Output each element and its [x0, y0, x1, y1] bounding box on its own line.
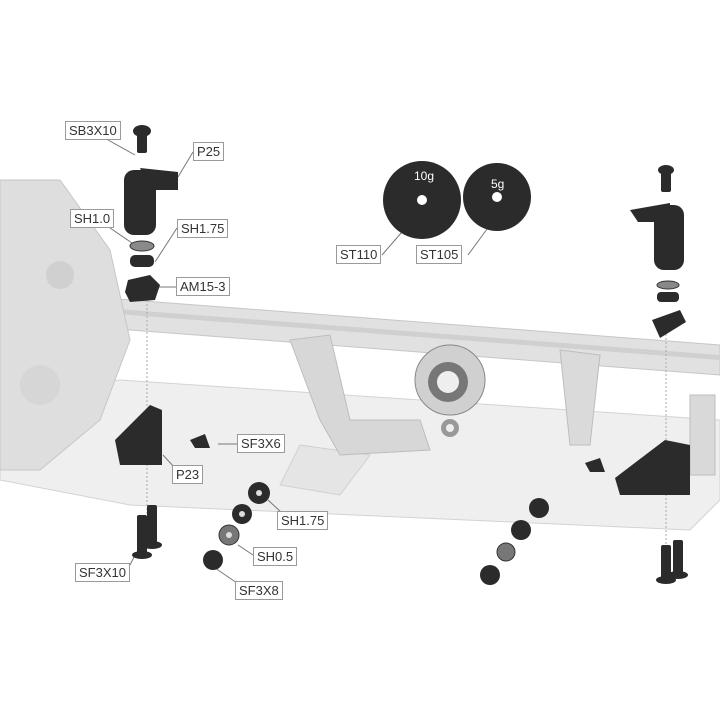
st110-mass-text: 10g — [414, 169, 434, 183]
st110-weight: 10g — [383, 161, 461, 239]
label-st110: ST110 — [336, 245, 382, 264]
right-parts — [480, 165, 690, 585]
label-sf3x6: SF3X6 — [237, 434, 285, 453]
left-parts — [115, 125, 270, 570]
center-pulley — [414, 344, 486, 437]
label-am15-3: AM15-3 — [176, 277, 230, 296]
label-p23: P23 — [172, 465, 204, 484]
label-sf3x10: SF3X10 — [75, 563, 130, 582]
label-p25: P25 — [193, 142, 225, 161]
st105-weight: 5g — [463, 163, 531, 231]
st105-mass-text: 5g — [491, 177, 504, 191]
label-st105: ST105 — [416, 245, 463, 264]
label-sh1-0: SH1.0 — [70, 209, 115, 228]
label-sh1-75-top: SH1.75 — [177, 219, 229, 238]
label-sh0-5: SH0.5 — [253, 547, 298, 566]
label-sh1-75-bottom: SH1.75 — [277, 511, 329, 530]
label-sf3x8: SF3X8 — [235, 581, 283, 600]
chassis — [0, 179, 720, 531]
label-sb3x10: SB3X10 — [65, 121, 121, 140]
